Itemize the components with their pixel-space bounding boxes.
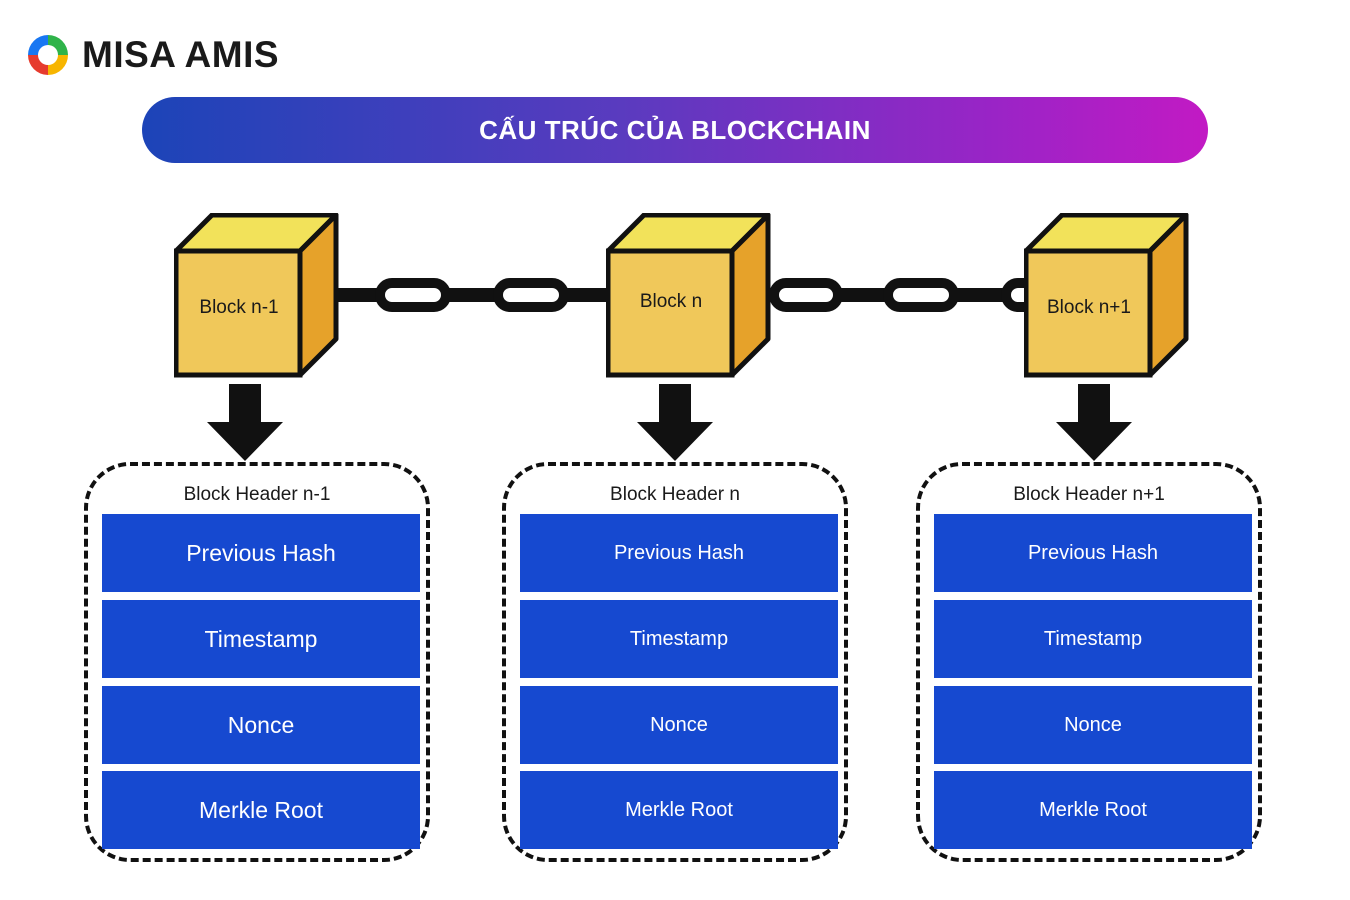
field-nonce: Nonce [934, 686, 1252, 764]
brand-logo: MISA AMIS [24, 30, 279, 80]
header-title: Block Header n [610, 484, 740, 505]
field-nonce: Nonce [102, 686, 420, 764]
misa-logo-icon [28, 35, 68, 75]
field-timestamp: Timestamp [934, 600, 1252, 678]
field-timestamp: Timestamp [520, 600, 838, 678]
diagram-title: CẤU TRÚC CỦA BLOCKCHAIN [479, 114, 871, 145]
arrow-down-icon [207, 384, 283, 461]
arrow-down-icon [637, 384, 713, 461]
field-timestamp: Timestamp [102, 600, 420, 678]
block-header-n-minus-1: Block Header n-1 Previous Hash Timestamp… [84, 462, 430, 862]
cube-icon [606, 213, 771, 378]
block-header-n-plus-1: Block Header n+1 Previous Hash Timestamp… [916, 462, 1262, 862]
arrow-down-icon [1056, 384, 1132, 461]
field-merkle-root: Merkle Root [934, 771, 1252, 849]
block-cube-n-minus-1: Block n-1 [174, 213, 344, 383]
block-label: Block n+1 [1047, 297, 1131, 318]
chain-left-icon [336, 278, 612, 312]
block-label: Block n-1 [199, 297, 279, 318]
chain-right-icon [766, 278, 1041, 312]
field-nonce: Nonce [520, 686, 838, 764]
field-previous-hash: Previous Hash [934, 514, 1252, 592]
block-header-n: Block Header n Previous Hash Timestamp N… [502, 462, 848, 862]
header-title: Block Header n-1 [183, 484, 331, 505]
block-cube-n: Block n [606, 213, 776, 383]
field-merkle-root: Merkle Root [520, 771, 838, 849]
field-previous-hash: Previous Hash [102, 514, 420, 592]
block-label: Block n [639, 291, 703, 312]
header-title: Block Header n+1 [1013, 484, 1165, 505]
title-banner: CẤU TRÚC CỦA BLOCKCHAIN [142, 97, 1208, 163]
cube-icon [174, 213, 339, 378]
field-merkle-root: Merkle Root [102, 771, 420, 849]
block-cube-n-plus-1: Block n+1 [1024, 213, 1194, 383]
field-previous-hash: Previous Hash [520, 514, 838, 592]
cube-icon [1024, 213, 1189, 378]
logo-text: MISA AMIS [82, 34, 280, 75]
